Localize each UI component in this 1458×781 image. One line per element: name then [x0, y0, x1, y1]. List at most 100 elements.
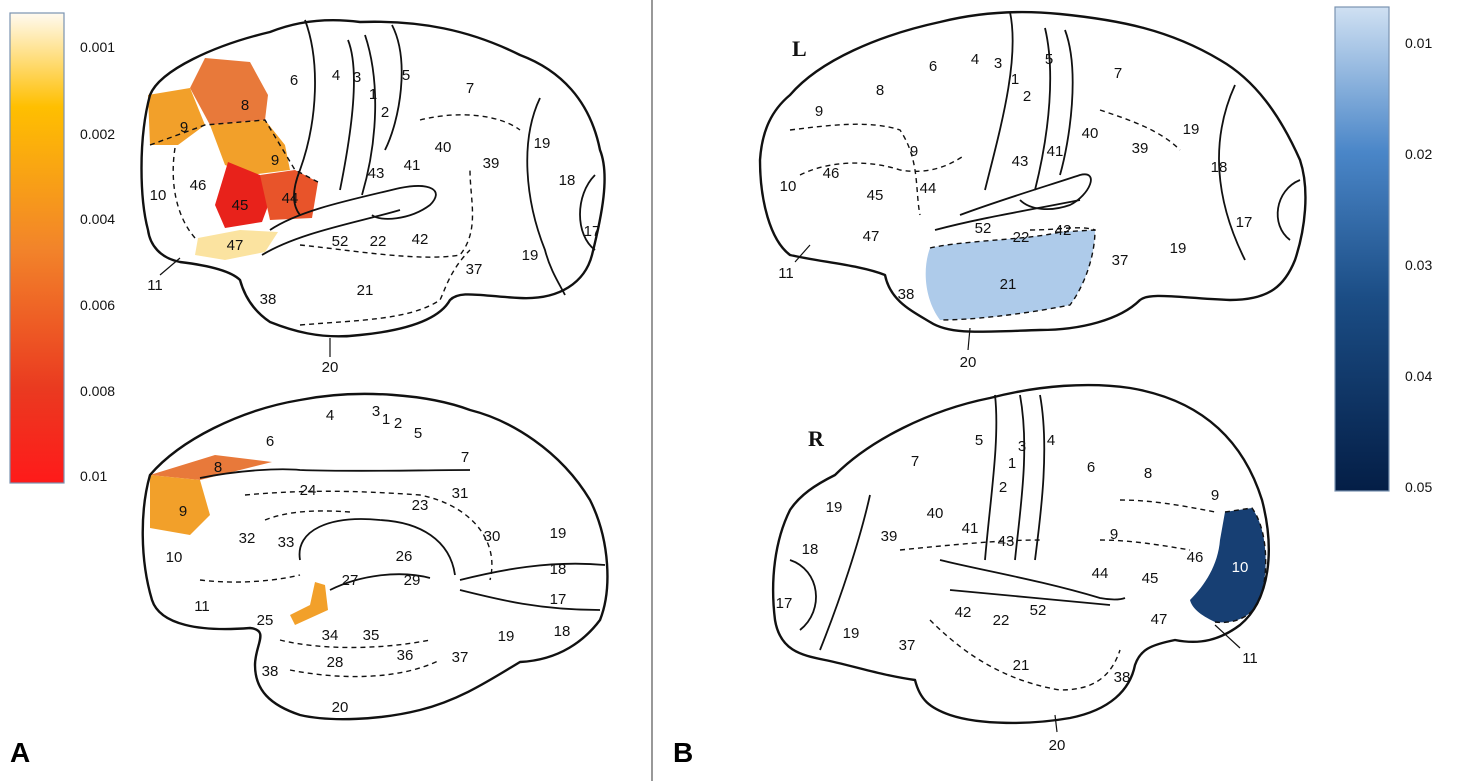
area-label: 38 — [260, 291, 277, 308]
area-label: 41 — [962, 520, 979, 537]
dashed-border — [199, 574, 301, 583]
colorbar-a: 0.001 0.002 0.004 0.006 0.008 0.01 — [9, 12, 115, 484]
area-label: 18 — [802, 541, 819, 558]
area-label: 3 — [1018, 438, 1026, 455]
area-label: 45 — [867, 187, 884, 204]
area-label: 3 — [372, 403, 380, 420]
area-label: 25 — [257, 612, 274, 629]
area-label: 41 — [1047, 143, 1064, 160]
area-label: 19 — [550, 525, 567, 542]
area-label: 37 — [466, 261, 483, 278]
brain-b-right: R 5 3 1 2 4 6 8 9 7 19 39 40 — [771, 383, 1270, 754]
area-label: 26 — [396, 548, 413, 565]
area-label: 42 — [1055, 222, 1072, 239]
colorbar-b-tick: 0.03 — [1405, 257, 1432, 273]
area-label: 1 — [1011, 71, 1019, 88]
area-label: 21 — [1000, 276, 1017, 293]
leader-line — [1214, 624, 1241, 649]
dashed-border — [929, 229, 1096, 321]
area-label: 5 — [402, 67, 410, 84]
area-label: 17 — [776, 595, 793, 612]
colorbar-b-gradient — [1334, 6, 1390, 492]
area-label: 23 — [412, 497, 429, 514]
area-label: 10 — [166, 549, 183, 566]
sulcus-line — [361, 34, 377, 196]
left-outline — [758, 10, 1307, 333]
area-label: 1 — [1008, 455, 1016, 472]
area-label: 4 — [326, 407, 334, 424]
area-label: 19 — [498, 628, 515, 645]
area-label: 30 — [484, 528, 501, 545]
brain-a-medial: 4 3 1 2 5 6 7 8 9 24 23 31 19 18 17 18 1… — [141, 392, 609, 721]
dashed-border — [929, 619, 1121, 691]
region-9m-fill — [150, 475, 210, 535]
area-label: 45 — [1142, 570, 1159, 587]
area-label: 4 — [1047, 432, 1055, 449]
dashed-border — [149, 119, 319, 183]
area-label: 38 — [1114, 669, 1131, 686]
area-label: 39 — [881, 528, 898, 545]
area-label: 2 — [381, 104, 389, 121]
area-label: 22 — [370, 233, 387, 250]
region-47-fill — [195, 230, 278, 260]
colorbar-b-tick: 0.04 — [1405, 368, 1432, 384]
area-label: 6 — [290, 72, 298, 89]
area-label: 32 — [239, 530, 256, 547]
sulcus-line — [1034, 27, 1052, 191]
area-label: 7 — [461, 449, 469, 466]
area-label: 24 — [300, 482, 317, 499]
area-label: 4 — [971, 51, 979, 68]
area-label: 19 — [522, 247, 539, 264]
dashed-border — [289, 659, 441, 678]
area-label: 46 — [823, 165, 840, 182]
area-label: 6 — [1087, 459, 1095, 476]
colorbar-a-tick: 0.006 — [80, 297, 115, 313]
colorbar-a-tick: 0.008 — [80, 383, 115, 399]
sulcus-line — [1218, 84, 1246, 261]
area-label: 2 — [1023, 88, 1031, 105]
area-label: 21 — [357, 282, 374, 299]
area-label: 19 — [1170, 240, 1187, 257]
sulcus-line — [1034, 394, 1046, 561]
region-9-fill — [148, 88, 205, 145]
area-label: 2 — [394, 415, 402, 432]
area-label: 28 — [327, 654, 344, 671]
area-label: 17 — [550, 591, 567, 608]
colorbar-b-tick: 0.02 — [1405, 146, 1432, 162]
dashed-border — [899, 539, 1041, 551]
colorbar-a-tick: 0.002 — [80, 126, 115, 142]
area-label: 3 — [353, 69, 361, 86]
sulcus-line — [339, 39, 355, 191]
area-label: 42 — [955, 604, 972, 621]
sulcus-line — [526, 97, 566, 296]
area-label: 31 — [452, 485, 469, 502]
dashed-border — [419, 114, 521, 131]
area-label: 22 — [993, 612, 1010, 629]
area-label: 52 — [332, 233, 349, 250]
area-label: 3 — [994, 55, 1002, 72]
area-label: 36 — [397, 647, 414, 664]
calcarine-sulcus — [459, 562, 606, 581]
area-label: 11 — [194, 598, 210, 615]
leader-line — [1054, 714, 1058, 733]
area-label: 19 — [843, 625, 860, 642]
area-label: 39 — [1132, 140, 1149, 157]
area-label: 22 — [1013, 229, 1030, 246]
area-label: 9 — [271, 152, 279, 169]
calcarine — [789, 559, 817, 631]
area-label: 33 — [278, 534, 295, 551]
area-label: 9 — [1110, 526, 1118, 543]
corpus-callosum-lower — [329, 573, 431, 591]
area-label: 9 — [910, 143, 918, 160]
area-label: 43 — [1012, 153, 1029, 170]
area-label: 4 — [332, 67, 340, 84]
brain-b-left: L 6 4 3 1 2 5 7 8 9 9 19 10 — [758, 10, 1307, 371]
region-8m-fill — [150, 455, 272, 480]
area-label: 20 — [322, 359, 339, 376]
area-label: 44 — [920, 180, 937, 197]
area-label: 5 — [1045, 51, 1053, 68]
cingulate-sulcus — [199, 468, 471, 479]
colorbar-a-tick: 0.01 — [80, 468, 107, 484]
area-label: 20 — [332, 699, 349, 716]
area-label: 47 — [863, 228, 880, 245]
